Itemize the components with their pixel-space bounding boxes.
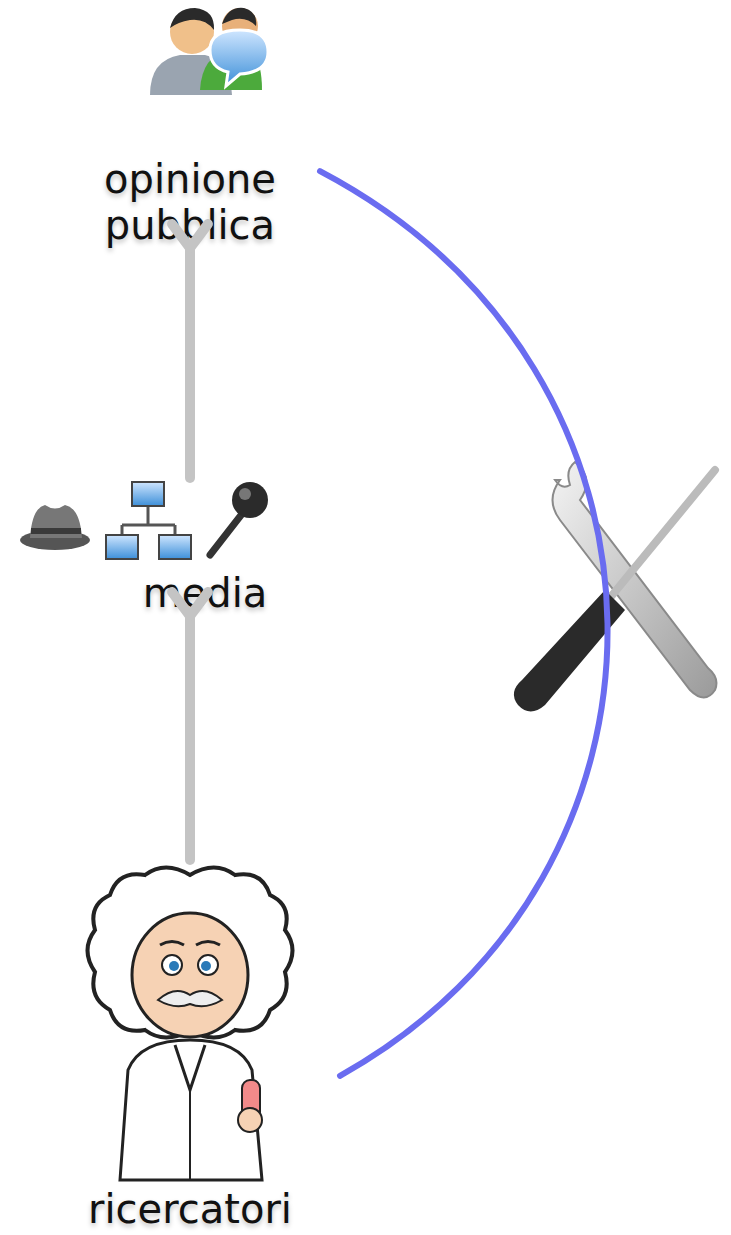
network-icon — [106, 482, 191, 559]
labelled-node: opinione pubblica — [60, 0, 320, 248]
labelled-node: media — [20, 478, 390, 616]
bracket-curve — [320, 171, 608, 1076]
flow-arrow — [172, 224, 208, 478]
tools-icon — [514, 462, 717, 712]
flow-arrow — [172, 592, 208, 860]
people-icon — [150, 8, 268, 95]
scientist-illustration — [88, 868, 293, 1181]
node-label: ricercatori — [88, 1186, 292, 1232]
labelled-node: ricercatori — [40, 860, 340, 1232]
microphone-icon — [210, 482, 268, 555]
node-label: opinione pubblica — [60, 156, 320, 248]
hat-icon — [20, 505, 90, 550]
node-label: media — [143, 570, 268, 616]
